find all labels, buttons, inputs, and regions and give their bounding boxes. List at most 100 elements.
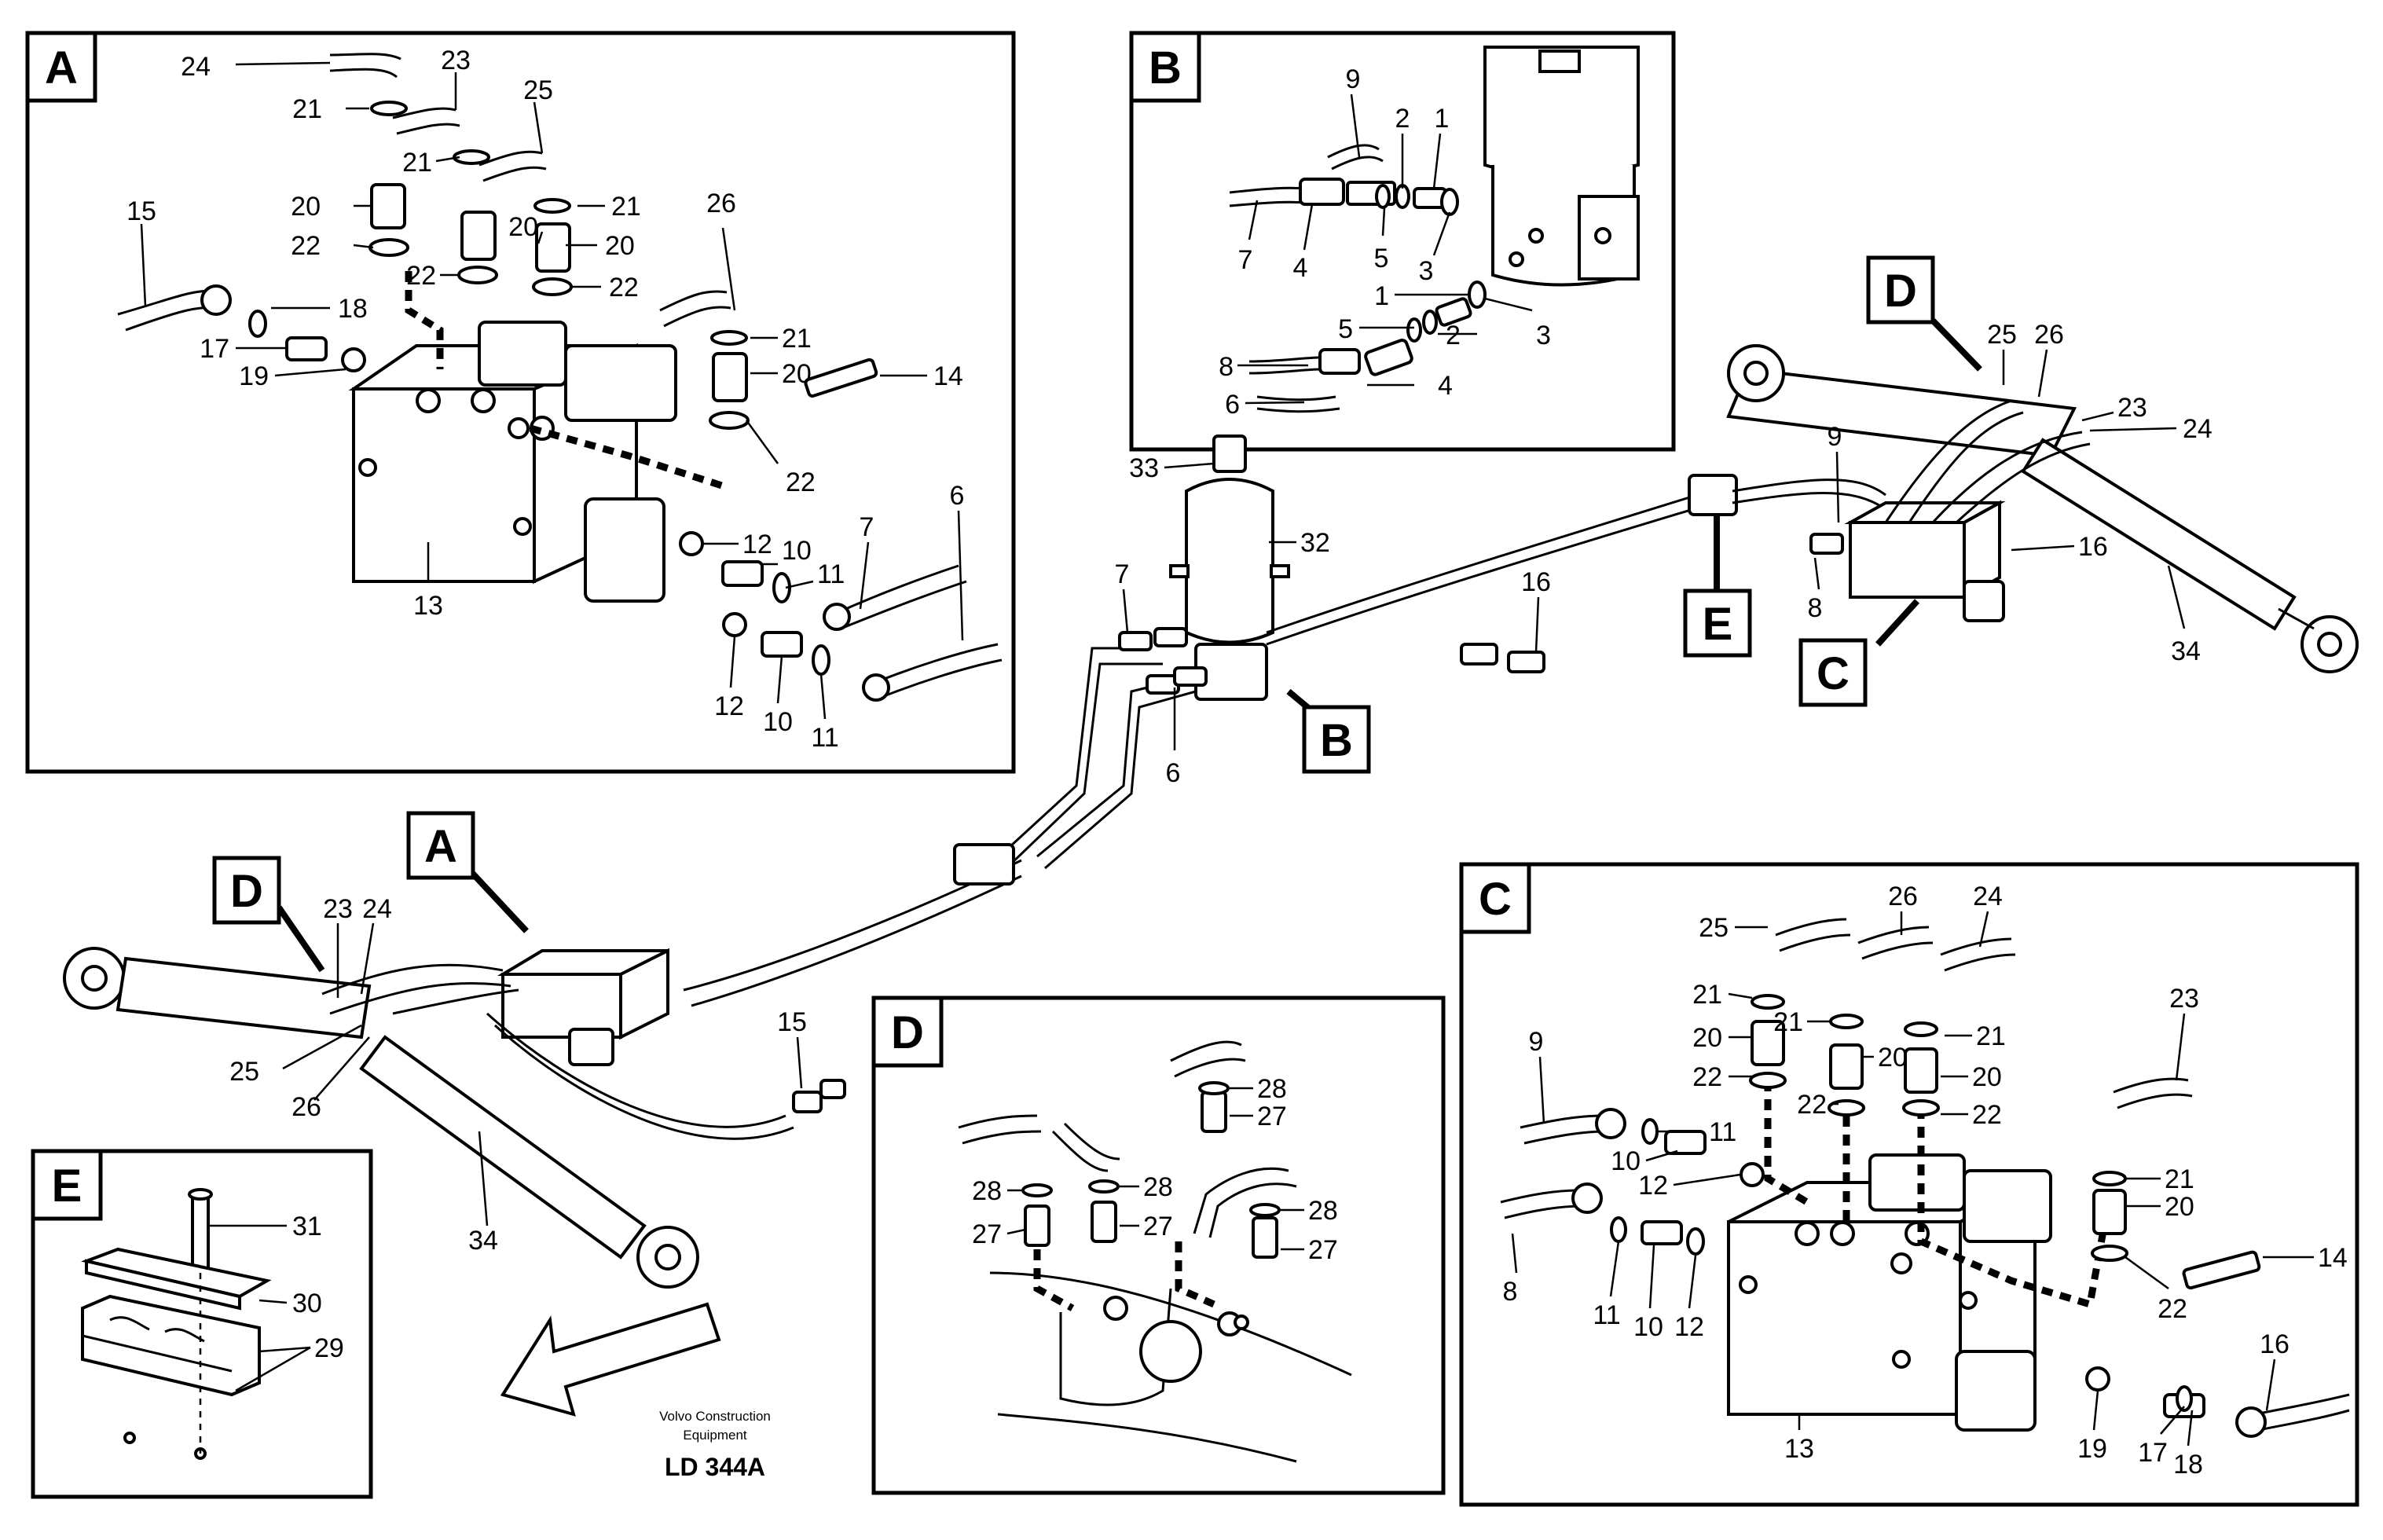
callout: 34 (2171, 636, 2201, 666)
callout: 21 (292, 94, 322, 124)
detail-b-leaders (1237, 94, 1533, 405)
main-tag-b: B (1286, 688, 1371, 774)
hose-25 (478, 150, 547, 182)
detail-e-frame (31, 1149, 373, 1499)
callout: 25 (1699, 913, 1729, 943)
hose-d-4 (1193, 1167, 1297, 1238)
hose-26-c (1857, 926, 1934, 960)
valve-block-13 (348, 321, 677, 603)
svg-text:D: D (230, 866, 263, 917)
callout: 9 (1346, 64, 1361, 94)
main-tag-d-right: D (1866, 255, 1982, 372)
footer: Volvo Construction Equipment LD 344A (659, 1409, 771, 1481)
detail-d-leaders (1006, 1087, 1304, 1251)
callout: 20 (1878, 1043, 1908, 1072)
main-tag-d-left: D (212, 856, 325, 973)
callout: 1 (1374, 281, 1389, 311)
hose-23-c (2113, 1077, 2193, 1109)
main-assembly: 33 32 7 6 25 26 23 24 9 16 16 8 34 23 24… (63, 255, 2359, 1417)
hose-16-c (2254, 1393, 2350, 1432)
clamp-main (953, 843, 1015, 886)
detail-d-tag: D (891, 1007, 924, 1058)
detail-c-tag: C (1479, 874, 1512, 925)
hose-6 (871, 643, 1003, 701)
callout: 28 (972, 1176, 1002, 1206)
svg-text:B: B (1320, 715, 1353, 766)
callout: 20 (2165, 1192, 2194, 1222)
detail-d-callouts: 28 27 28 27 28 27 28 27 (972, 1074, 1338, 1265)
detail-a-tag: A (45, 42, 78, 94)
detail-c-dash-1 (1764, 1080, 1809, 1205)
callout: 7 (1115, 559, 1130, 589)
valve-block-c-main (1844, 500, 2006, 622)
callout: 34 (468, 1226, 498, 1256)
detail-d: D 28 27 28 (871, 996, 1446, 1495)
hose-7-b (1229, 186, 1305, 207)
hose-24 (329, 53, 401, 79)
callout: 11 (1709, 1117, 1736, 1147)
callout: 1 (1435, 104, 1450, 134)
hose-23 (392, 107, 460, 135)
drawing-code: LD 344A (665, 1453, 765, 1481)
hose-7 (836, 564, 967, 630)
callout: 24 (362, 894, 392, 924)
footer-company-line2: Equipment (683, 1428, 747, 1443)
detail-e: E 31 30 29 (31, 1149, 373, 1499)
cylinder-34-right (1726, 344, 2359, 673)
cap-33 (1212, 434, 1247, 473)
callout: 3 (1536, 321, 1551, 350)
callout: 14 (933, 361, 963, 391)
callout: 4 (1438, 371, 1453, 401)
pipe-e-to-c (1732, 478, 1886, 508)
callout: 20 (605, 231, 635, 261)
valve-block-13-c (1727, 1153, 2052, 1432)
callout: 3 (1419, 256, 1434, 286)
detail-c-tag-box (1459, 862, 1531, 934)
callout: 26 (2034, 320, 2064, 350)
callout: 6 (950, 481, 965, 511)
callout: 13 (1784, 1434, 1814, 1464)
detail-a-tag-box (25, 31, 97, 103)
callout: 6 (1166, 758, 1181, 788)
callout: 22 (1972, 1100, 2002, 1130)
callout: 22 (1797, 1090, 1827, 1120)
callout: 5 (1338, 314, 1353, 344)
detail-a: A (25, 31, 1016, 774)
swivel-body (1483, 46, 1640, 287)
hose-24-c (1940, 937, 2016, 972)
callout: 15 (126, 196, 156, 226)
detail-a-dash-1 (405, 271, 444, 369)
callout: 21 (1976, 1021, 2006, 1051)
callout: 26 (706, 189, 736, 218)
callout: 10 (1611, 1146, 1641, 1176)
hose-8-b (1248, 356, 1321, 375)
clamp-29 (81, 1294, 261, 1397)
pipe-to-a (683, 859, 1022, 1007)
hose-9-b (1327, 144, 1384, 170)
detail-e-tag-box (31, 1149, 103, 1221)
main-tag-c: C (1798, 599, 1919, 707)
callout: 15 (777, 1007, 807, 1037)
callout: 22 (1692, 1062, 1722, 1092)
callout: 21 (2165, 1164, 2194, 1194)
callout: 20 (291, 192, 321, 222)
callout: 12 (742, 530, 772, 559)
callout: 16 (1521, 567, 1551, 597)
detail-c-frame (1459, 862, 2359, 1507)
callout: 21 (782, 324, 812, 354)
callout: 9 (1828, 422, 1842, 452)
callout: 27 (972, 1219, 1002, 1249)
callout: 22 (786, 468, 816, 497)
callout: 23 (2169, 984, 2199, 1014)
callout: 4 (1293, 253, 1308, 283)
svg-text:E: E (1703, 599, 1733, 650)
callout: 25 (523, 75, 553, 105)
callout: 13 (413, 591, 443, 621)
callout: 31 (292, 1212, 322, 1241)
callout: 27 (1143, 1212, 1173, 1241)
callout: 12 (1638, 1171, 1668, 1201)
callout: 23 (2117, 393, 2147, 423)
callout: 9 (1529, 1027, 1544, 1057)
hose-25-c (1775, 918, 1851, 952)
hose-15-main (486, 1012, 794, 1140)
